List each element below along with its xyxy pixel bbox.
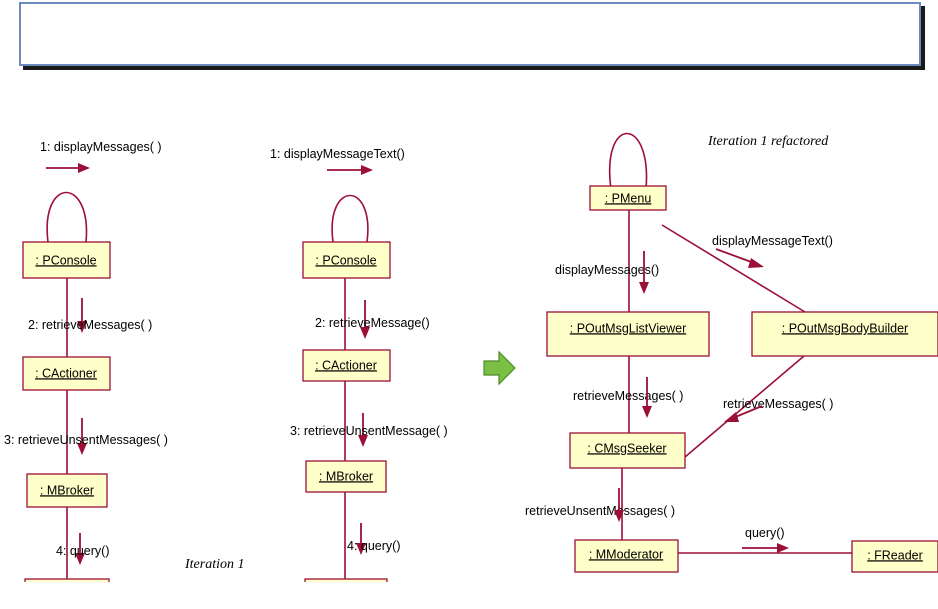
iteration-1-diagram: 1: displayMessages( ) : PConsole 2: retr…	[0, 128, 262, 582]
slide-title-box	[19, 2, 921, 66]
message-1-label: 1: displayMessages( )	[40, 140, 162, 154]
object-cactioner-label: : CActioner	[315, 358, 377, 372]
message-1-arrowhead	[78, 163, 90, 173]
object-mbroker-label: : MBroker	[319, 469, 373, 483]
message-1-arrowhead	[361, 165, 373, 175]
object-pconsole	[22, 241, 111, 279]
object-poutmsgbodybuilder	[751, 311, 938, 357]
link-bodybuilder-seeker	[684, 355, 805, 458]
object-poutmsglistviewer-label: : POutMsgListViewer	[570, 321, 686, 335]
object-mbroker	[26, 473, 108, 508]
message-retrieve-unsent-arrowhead	[614, 510, 624, 522]
message-2-arrowhead	[77, 321, 87, 333]
link-pmenu-bodybuilder	[661, 224, 806, 313]
message-retrieve-messages-1-arrowhead	[642, 406, 652, 418]
message-query-arrowhead	[777, 543, 789, 553]
message-2-label: 2: retrieveMessage()	[315, 316, 430, 330]
object-pconsole	[302, 241, 391, 279]
message-4-label: 4: query()	[56, 544, 110, 558]
message-display-messages-label: displayMessages()	[555, 263, 659, 277]
object-pconsole-label: : PConsole	[35, 253, 96, 267]
message-display-text-label: displayMessageText()	[712, 234, 833, 248]
object-cmsgseeker	[569, 432, 686, 469]
object-mbroker-label: : MBroker	[40, 483, 94, 497]
object-pconsole-label: : PConsole	[315, 253, 376, 267]
self-loop	[331, 194, 369, 243]
message-retrieve-messages-1-label: retrieveMessages( )	[573, 389, 683, 403]
message-4-label: 4: query()	[347, 539, 401, 553]
message-4-arrowhead	[356, 543, 366, 555]
message-retrieve-messages-2-arrowhead	[724, 412, 739, 422]
object-pmenu-label: : PMenu	[605, 191, 652, 205]
message-3-label: 3: retrieveUnsentMessage( )	[290, 424, 448, 438]
iteration-1-variant-diagram: 1: displayMessageText() : PConsole 2: re…	[263, 128, 485, 582]
message-1-label: 1: displayMessageText()	[270, 147, 405, 161]
message-2-label: 2: retrieveMessages( )	[28, 318, 152, 332]
iteration-1-refactored-diagram: Iteration 1 refactored : PMenu displayMe…	[522, 125, 938, 595]
object-next-partial	[304, 578, 388, 582]
message-3-arrowhead	[77, 443, 87, 455]
self-loop	[608, 132, 648, 190]
object-cmsgseeker-label: : CMsgSeeker	[587, 441, 666, 455]
message-3-label: 3: retrieveUnsentMessages( )	[4, 433, 168, 447]
object-pmenu	[589, 185, 667, 211]
message-3-arrowhead	[358, 435, 368, 447]
object-next-partial	[24, 578, 110, 582]
message-query-label: query()	[745, 526, 785, 540]
transition-arrow-icon	[483, 350, 516, 386]
object-freader	[851, 540, 938, 573]
object-poutmsglistviewer	[546, 311, 710, 357]
object-mmoderator	[574, 539, 679, 573]
message-retrieve-messages-2-arrow	[732, 405, 763, 419]
object-poutmsgbodybuilder-label: : POutMsgBodyBuilder	[782, 321, 908, 335]
object-mmoderator-label: : MModerator	[589, 547, 663, 561]
object-cactioner-label: : CActioner	[35, 366, 97, 380]
object-cactioner	[302, 349, 391, 382]
message-retrieve-messages-2-label: retrieveMessages( )	[723, 397, 833, 411]
diagram-title: Iteration 1	[184, 557, 245, 572]
message-2-arrowhead	[360, 327, 370, 339]
diagram-title: Iteration 1 refactored	[707, 134, 829, 149]
object-mbroker	[305, 460, 387, 493]
message-display-messages-arrowhead	[639, 282, 649, 294]
self-loop	[46, 191, 88, 243]
object-freader-label: : FReader	[867, 548, 923, 562]
message-display-text-arrowhead	[748, 258, 764, 268]
message-retrieve-unsent-label: retrieveUnsentMessages( )	[525, 504, 675, 518]
message-4-arrowhead	[75, 553, 85, 565]
message-display-text-arrow	[715, 248, 755, 264]
object-cactioner	[22, 356, 111, 391]
